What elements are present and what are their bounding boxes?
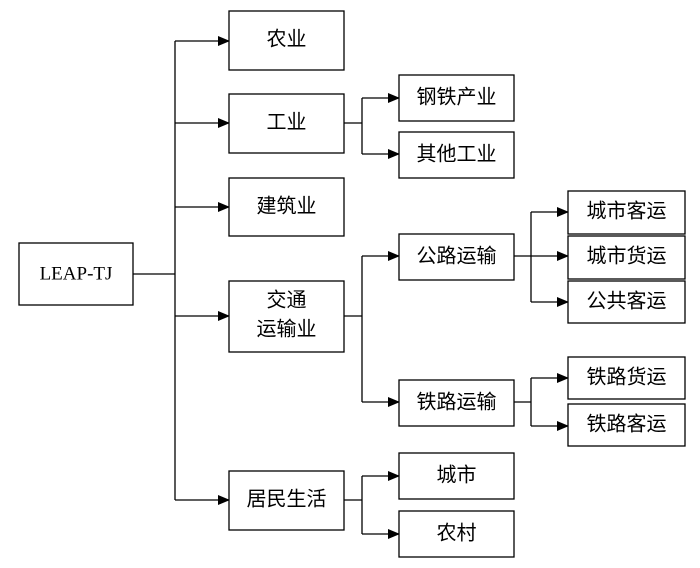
node-rail-passenger: 铁路客运 xyxy=(567,403,686,447)
node-other-industry: 其他工业 xyxy=(398,131,515,179)
node-city-freight: 城市货运 xyxy=(567,235,686,280)
residential-connectors xyxy=(344,471,400,539)
node-road-label: 公路运输 xyxy=(417,245,497,268)
node-urban-label: 城市 xyxy=(437,464,477,487)
node-agriculture: 农业 xyxy=(228,10,345,71)
node-public-passenger-label: 公共客运 xyxy=(587,290,667,313)
node-residential: 居民生活 xyxy=(228,470,345,531)
node-root-label: LEAP-TJ xyxy=(40,263,113,284)
road-connectors xyxy=(514,207,569,307)
node-rail-freight-label: 铁路货运 xyxy=(587,366,667,389)
node-rural: 农村 xyxy=(398,510,515,558)
node-urban: 城市 xyxy=(398,452,515,500)
node-rural-label: 农村 xyxy=(437,522,477,545)
node-transport-label-line2: 运输业 xyxy=(257,318,317,341)
node-road: 公路运输 xyxy=(398,233,515,281)
node-construction-label: 建筑业 xyxy=(257,195,317,218)
node-agriculture-label: 农业 xyxy=(267,28,307,51)
node-transport: 交通 运输业 xyxy=(228,280,345,353)
node-transport-label-line1: 交通 xyxy=(267,289,307,312)
node-root: LEAP-TJ xyxy=(18,242,134,306)
transport-connectors xyxy=(344,251,400,407)
node-residential-label: 居民生活 xyxy=(247,488,327,511)
rail-connectors xyxy=(514,373,569,431)
root-connectors xyxy=(133,36,230,505)
node-steel: 钢铁产业 xyxy=(398,74,515,122)
node-rail-passenger-label: 铁路客运 xyxy=(587,413,667,436)
node-city-freight-label: 城市货运 xyxy=(587,245,667,268)
node-industry-label: 工业 xyxy=(267,111,307,134)
node-rail-label: 铁路运输 xyxy=(417,391,497,414)
node-industry: 工业 xyxy=(228,93,345,154)
node-rail: 铁路运输 xyxy=(398,379,515,427)
industry-connectors xyxy=(344,93,400,159)
node-other-industry-label: 其他工业 xyxy=(417,143,497,166)
node-rail-freight: 铁路货运 xyxy=(567,356,686,400)
node-public-passenger: 公共客运 xyxy=(567,280,686,324)
node-steel-label: 钢铁产业 xyxy=(417,86,497,109)
node-construction: 建筑业 xyxy=(228,177,345,237)
node-city-passenger: 城市客运 xyxy=(567,190,686,235)
node-city-passenger-label: 城市客运 xyxy=(587,200,667,223)
